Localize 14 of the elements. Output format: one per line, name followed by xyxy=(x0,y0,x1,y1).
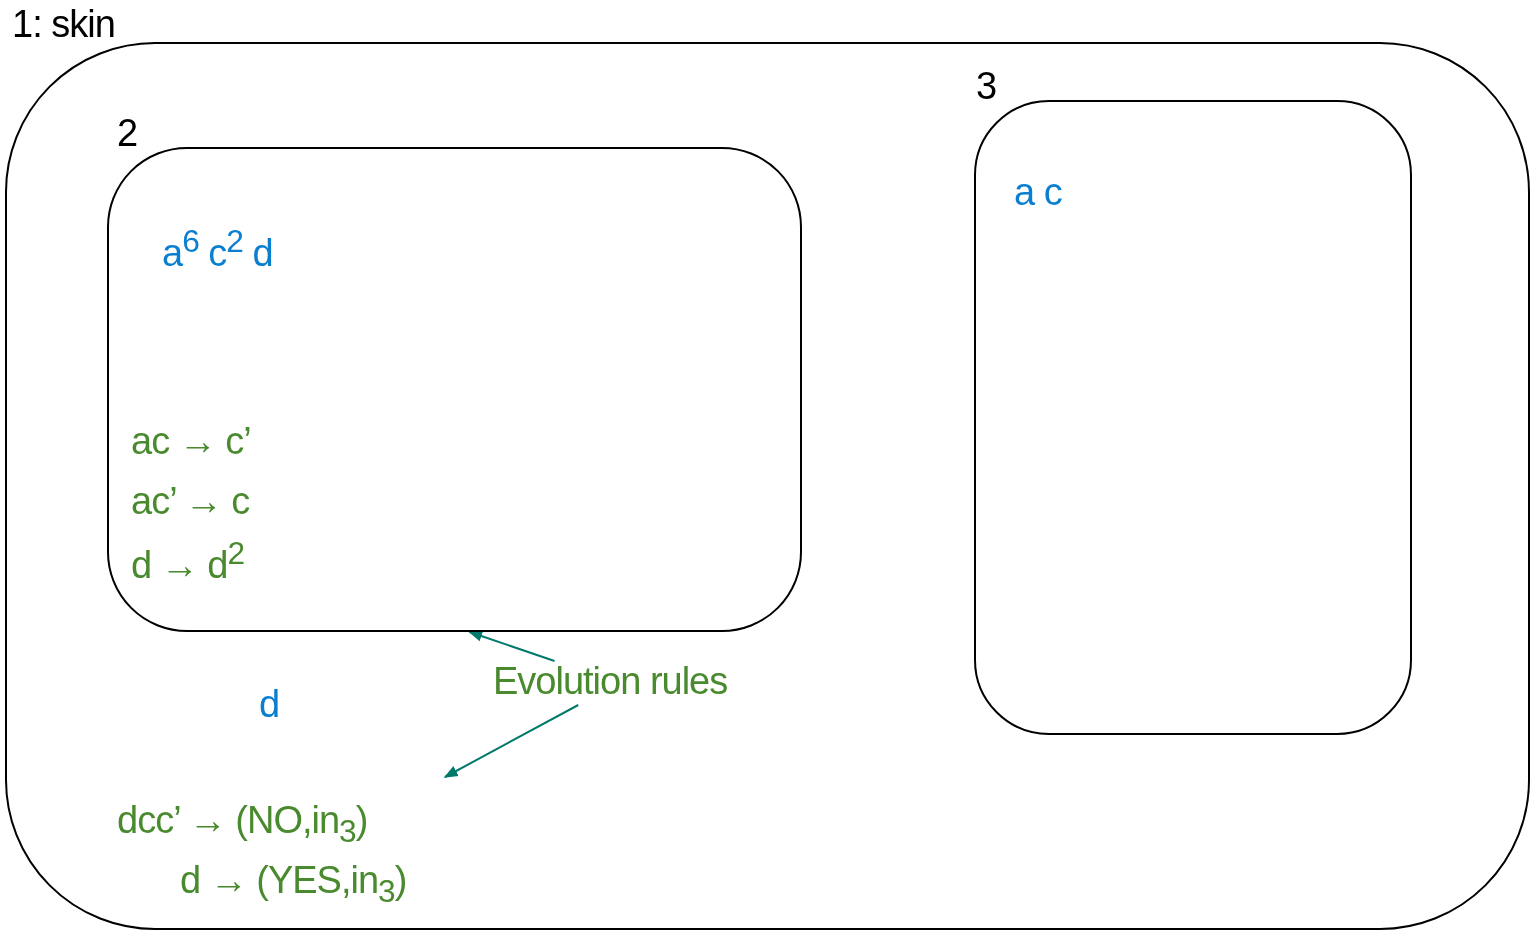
evolution-rule: ac → c’ xyxy=(131,421,251,463)
object-multiset: a c xyxy=(1014,172,1062,214)
arrow xyxy=(468,630,556,662)
evolution-rule: d → d$^{2}$ xyxy=(131,536,244,587)
object-multiset: d xyxy=(259,684,280,726)
evolution-rule: dcc’ → (NO,in$_{3}$) xyxy=(117,800,368,849)
membrane-label: 2 xyxy=(117,113,138,155)
membrane-label: 1: skin xyxy=(12,4,115,46)
membrane-label: 3 xyxy=(976,66,997,108)
evolution-rule: ac’ → c xyxy=(131,481,250,523)
callout-text: Evolution rules xyxy=(493,661,745,705)
evolution-rule: d → (YES,in$_{3}$) xyxy=(180,860,407,909)
object-multiset: a$^{6}$ c$^{2}$ d xyxy=(162,224,273,275)
arrow xyxy=(443,704,580,778)
